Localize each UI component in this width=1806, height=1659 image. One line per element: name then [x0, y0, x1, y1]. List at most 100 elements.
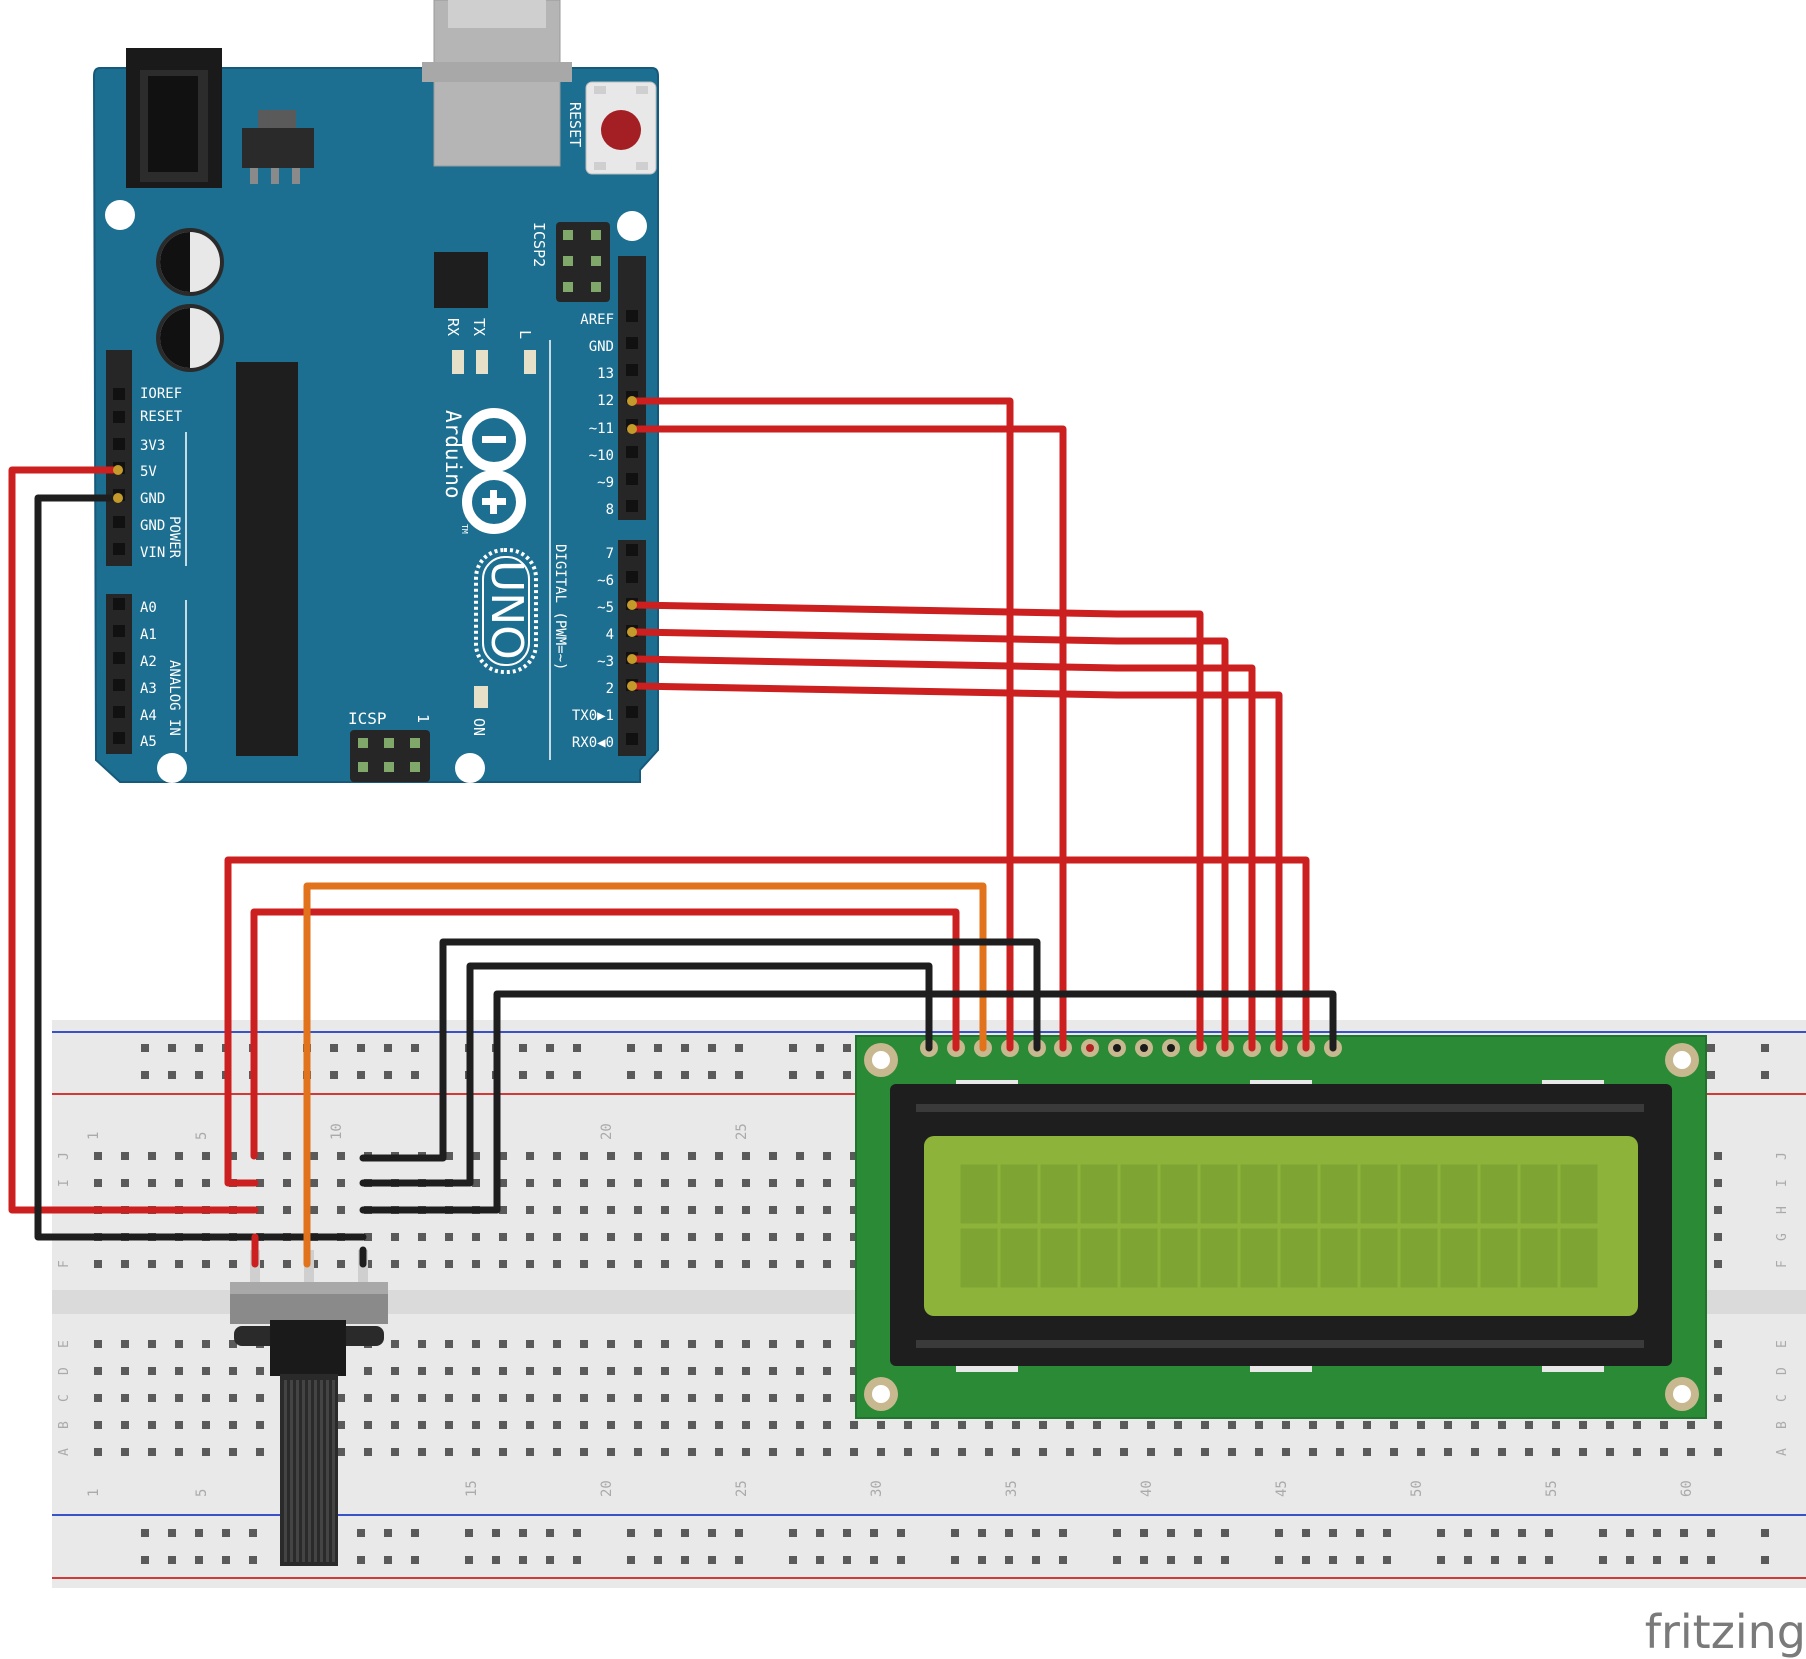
rail-hole — [1275, 1529, 1283, 1537]
pin-label-gnd: GND — [140, 491, 165, 507]
rail-hole — [1437, 1556, 1445, 1564]
breadboard-column-numbers: 1 5 10 20 25 1 5 15 20 25 30 35 40 45 50… — [86, 1123, 1695, 1497]
breadboard-hole — [634, 1206, 642, 1214]
voltage-regulator — [242, 110, 314, 184]
breadboard-hole — [526, 1340, 534, 1348]
rail-hole — [546, 1044, 554, 1052]
breadboard-hole — [553, 1421, 561, 1429]
analog-pin-labels: A0 A1 A2 A3 A4 A5 — [140, 600, 157, 750]
rail-hole — [1329, 1529, 1337, 1537]
rail-hole — [1626, 1529, 1634, 1537]
pin-label-10: ~10 — [589, 448, 614, 464]
header-pin — [113, 388, 125, 400]
row-letter: B — [1775, 1421, 1790, 1429]
breadboard-hole — [985, 1448, 993, 1456]
knob-ridge — [308, 1380, 311, 1562]
rail-hole — [654, 1071, 662, 1079]
lcd-cell — [1039, 1163, 1079, 1225]
rail-hole — [681, 1044, 689, 1052]
rail-hole — [681, 1529, 689, 1537]
knob-ridge — [296, 1380, 299, 1562]
digital-pin-labels-upper: AREF GND 13 12 ~11 ~10 ~9 8 — [580, 312, 614, 518]
breadboard-hole — [1201, 1421, 1209, 1429]
breadboard-hole — [553, 1260, 561, 1268]
breadboard-hole — [634, 1340, 642, 1348]
breadboard-hole — [742, 1233, 750, 1241]
lcd-cell — [1519, 1163, 1559, 1225]
breadboard-hole — [337, 1152, 345, 1160]
breadboard-hole — [121, 1367, 129, 1375]
breadboard-hole — [823, 1179, 831, 1187]
lcd-cell — [1359, 1227, 1399, 1289]
breadboard-hole — [229, 1340, 237, 1348]
wire-end — [627, 600, 637, 610]
column-number: 10 — [329, 1123, 345, 1140]
lcd-mounting-hole — [864, 1377, 898, 1411]
rail-hole — [546, 1071, 554, 1079]
breadboard-hole — [1579, 1448, 1587, 1456]
breadboard-hole — [607, 1260, 615, 1268]
breadboard-hole — [742, 1448, 750, 1456]
breadboard-hole — [1471, 1421, 1479, 1429]
reset-button[interactable] — [585, 81, 657, 175]
breadboard-hole — [337, 1394, 345, 1402]
breadboard-hole — [526, 1367, 534, 1375]
row-letter: J — [57, 1152, 72, 1160]
wire — [8, 466, 259, 1214]
rail-hole — [708, 1044, 716, 1052]
lcd-cell — [1239, 1163, 1279, 1225]
breadboard-hole — [742, 1260, 750, 1268]
rail-hole — [1761, 1044, 1769, 1052]
breadboard-hole — [202, 1260, 210, 1268]
rail-hole — [1599, 1529, 1607, 1537]
breadboard-hole — [256, 1421, 264, 1429]
mounting-hole — [105, 200, 135, 230]
breadboard-hole — [499, 1206, 507, 1214]
breadboard-hole — [1633, 1448, 1641, 1456]
breadboard-hole — [607, 1179, 615, 1187]
breadboard-hole — [1282, 1448, 1290, 1456]
column-number: 5 — [194, 1132, 210, 1140]
breadboard-hole — [1714, 1206, 1722, 1214]
breadboard-hole — [1417, 1421, 1425, 1429]
lcd-cell — [959, 1163, 999, 1225]
power-label: POWER — [166, 516, 182, 559]
breadboard-hole — [256, 1179, 264, 1187]
rail-hole — [384, 1556, 392, 1564]
l-led — [524, 350, 536, 374]
row-letter: A — [1775, 1448, 1790, 1456]
rail-hole — [627, 1529, 635, 1537]
header-pin — [626, 473, 638, 485]
rail-hole — [1194, 1529, 1202, 1537]
row-letter: I — [1775, 1179, 1790, 1187]
mounting-hole — [157, 753, 187, 783]
pin-label-12: 12 — [597, 393, 614, 409]
row-letter: J — [1775, 1152, 1790, 1160]
breadboard-hole — [850, 1206, 858, 1214]
column-number: 5 — [194, 1489, 210, 1497]
breadboard-hole — [553, 1206, 561, 1214]
breadboard-hole — [1444, 1421, 1452, 1429]
breadboard-hole — [1066, 1421, 1074, 1429]
column-number: 25 — [734, 1123, 750, 1140]
capacitor — [156, 228, 224, 296]
header-pin — [113, 706, 125, 718]
breadboard-hole — [553, 1394, 561, 1402]
column-number: 60 — [1679, 1480, 1695, 1497]
lcd-cell — [1199, 1163, 1239, 1225]
pin-label-2: 2 — [606, 681, 614, 697]
pin-label-a1: A1 — [140, 627, 157, 643]
breadboard-hole — [202, 1152, 210, 1160]
breadboard-hole — [769, 1421, 777, 1429]
rail-hole — [735, 1556, 743, 1564]
column-number: 35 — [1004, 1480, 1020, 1497]
pin-label-0: RX0◀0 — [572, 735, 614, 751]
breadboard-hole — [121, 1179, 129, 1187]
breadboard-hole — [202, 1367, 210, 1375]
digital-pin-labels-lower: 7 ~6 ~5 4 ~3 2 TX0▶1 RX0◀0 — [572, 546, 614, 751]
rail-hole — [654, 1529, 662, 1537]
rail-hole — [1518, 1529, 1526, 1537]
row-letter: C — [1775, 1394, 1790, 1402]
breadboard-hole — [553, 1233, 561, 1241]
wire-end — [627, 681, 637, 691]
